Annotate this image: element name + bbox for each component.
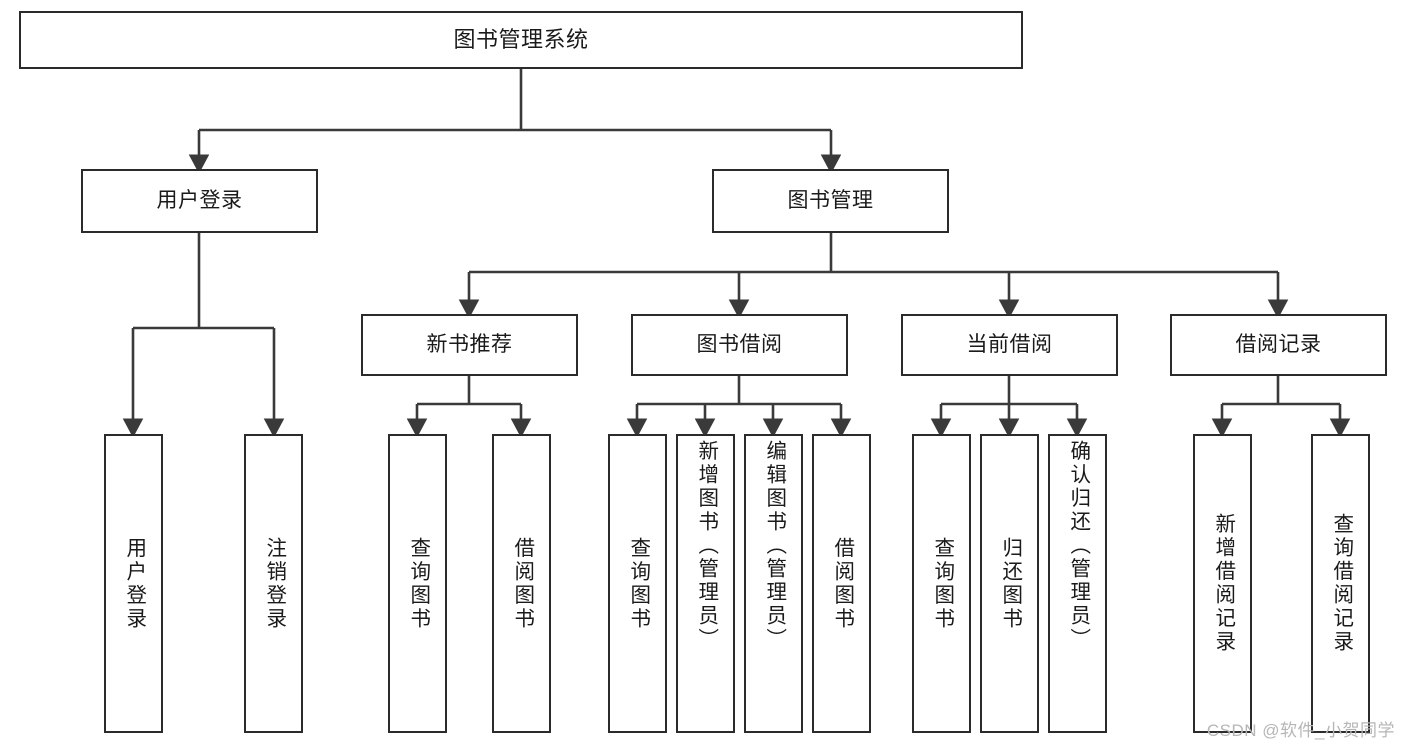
- node-current-borrow[interactable]: 当前借阅: [901, 314, 1118, 376]
- node-label: 归还图书: [998, 536, 1022, 631]
- node-label: 确认归还（管理员）: [1066, 440, 1090, 652]
- node-label: 注销登录: [262, 536, 286, 631]
- node-label: 图书借阅: [696, 333, 783, 357]
- leaf-record-query-record[interactable]: 查询借阅记录: [1311, 434, 1370, 733]
- leaf-current-query-book[interactable]: 查询图书: [912, 434, 971, 733]
- node-label: 借阅记录: [1235, 333, 1322, 357]
- node-label: 新增借阅记录: [1211, 513, 1235, 654]
- node-label: 新书推荐: [426, 333, 513, 357]
- node-borrow-record[interactable]: 借阅记录: [1170, 314, 1387, 376]
- node-new-book-recommend[interactable]: 新书推荐: [361, 314, 578, 376]
- watermark-text: CSDN @软件_小贺同学: [1206, 721, 1395, 740]
- node-book-management[interactable]: 图书管理: [712, 169, 949, 233]
- node-label: 借阅图书: [830, 536, 854, 631]
- leaf-borrow-borrow-book[interactable]: 借阅图书: [812, 434, 871, 733]
- leaf-current-return-book[interactable]: 归还图书: [980, 434, 1039, 733]
- node-label: 查询图书: [626, 536, 650, 631]
- leaf-borrow-edit-book-admin[interactable]: 编辑图书（管理员）: [744, 434, 803, 733]
- node-label: 图书管理: [787, 189, 874, 213]
- node-label: 用户登录: [156, 189, 243, 213]
- leaf-user-login-login[interactable]: 用户登录: [104, 434, 163, 733]
- leaf-record-add-record[interactable]: 新增借阅记录: [1193, 434, 1252, 733]
- node-user-login[interactable]: 用户登录: [81, 169, 318, 233]
- node-label: 编辑图书（管理员）: [762, 440, 786, 652]
- leaf-current-confirm-return-admin[interactable]: 确认归还（管理员）: [1048, 434, 1107, 733]
- node-book-borrow[interactable]: 图书借阅: [631, 314, 848, 376]
- node-label: 当前借阅: [966, 333, 1053, 357]
- leaf-recommend-query-book[interactable]: 查询图书: [388, 434, 447, 733]
- node-label: 新增图书（管理员）: [694, 440, 718, 652]
- node-label: 查询借阅记录: [1329, 513, 1353, 654]
- node-label: 查询图书: [930, 536, 954, 631]
- node-label: 借阅图书: [510, 536, 534, 631]
- node-label: 用户登录: [122, 536, 146, 631]
- leaf-recommend-borrow-book[interactable]: 借阅图书: [492, 434, 551, 733]
- leaf-borrow-query-book[interactable]: 查询图书: [608, 434, 667, 733]
- leaf-borrow-add-book-admin[interactable]: 新增图书（管理员）: [676, 434, 735, 733]
- node-root-system[interactable]: 图书管理系统: [19, 11, 1023, 69]
- leaf-user-login-logout[interactable]: 注销登录: [244, 434, 303, 733]
- node-label: 图书管理系统: [453, 26, 589, 52]
- node-label: 查询图书: [406, 536, 430, 631]
